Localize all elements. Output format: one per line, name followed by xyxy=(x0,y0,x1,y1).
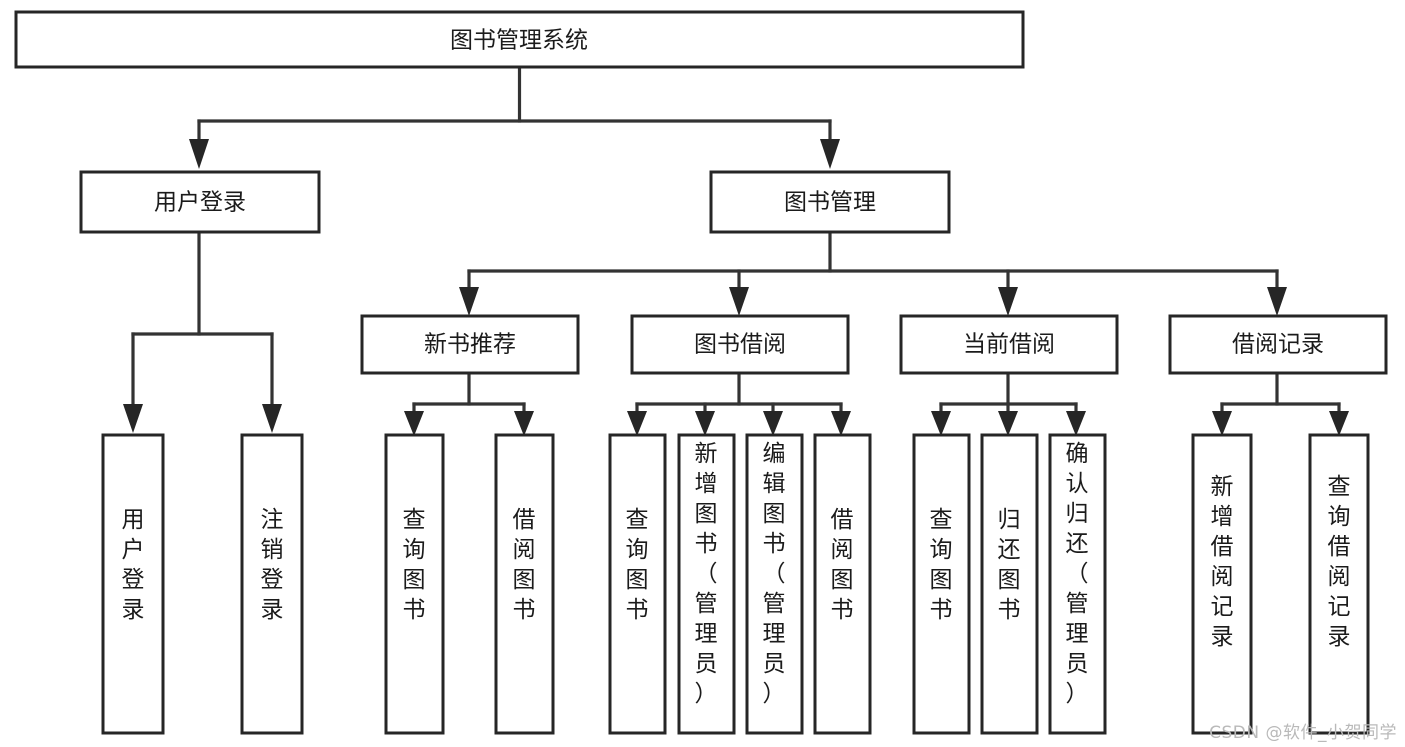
arrowhead-book-manage xyxy=(820,139,840,169)
node-leaf-query-book-2-label: 查询图书 xyxy=(626,507,649,623)
node-leaf-user-logout-label: 注销登录 xyxy=(261,507,284,623)
connector-layer xyxy=(123,65,1349,436)
node-leaf-edit-book-box[interactable] xyxy=(745,433,804,735)
node-leaf-user-login-label: 用户登录 xyxy=(122,507,145,623)
node-leaf-query-book-3-label: 查询图书 xyxy=(930,507,953,623)
node-leaf-query-record-box[interactable] xyxy=(1308,433,1370,735)
node-leaf-borrow-book-1-label: 借阅图书 xyxy=(513,507,536,623)
node-current-borrow-box[interactable] xyxy=(899,314,1119,375)
node-leaf-query-book-1[interactable]: 查询图书 xyxy=(384,433,445,735)
node-leaf-user-login[interactable]: 用户登录 xyxy=(101,433,165,735)
node-leaf-add-book-label: 新增图书（管理员） xyxy=(695,441,718,707)
node-leaf-query-book-3[interactable]: 查询图书 xyxy=(912,433,971,735)
node-leaf-add-book-box[interactable] xyxy=(677,433,736,735)
arrowhead-leaf-query-book-1 xyxy=(404,411,424,436)
node-leaf-add-record-label: 新增借阅记录 xyxy=(1211,474,1234,650)
arrowhead-leaf-borrow-book-1 xyxy=(514,411,534,436)
node-leaf-return-book-label: 归还图书 xyxy=(998,507,1021,623)
arrowhead-leaf-add-record xyxy=(1212,411,1232,436)
node-book-manage-box[interactable] xyxy=(709,170,951,234)
node-new-book-recommend-label: 新书推荐 xyxy=(424,332,516,358)
node-leaf-borrow-book-2[interactable]: 借阅图书 xyxy=(813,433,872,735)
node-leaf-user-logout[interactable]: 注销登录 xyxy=(240,433,304,735)
node-leaf-confirm-return-label: 确认归还（管理员） xyxy=(1066,441,1089,707)
node-user-login[interactable]: 用户登录 xyxy=(79,170,321,234)
node-leaf-return-book[interactable]: 归还图书 xyxy=(980,433,1039,735)
node-borrow-record-box[interactable] xyxy=(1168,314,1388,375)
node-user-login-label: 用户登录 xyxy=(154,190,246,216)
node-leaf-return-book-box[interactable] xyxy=(980,433,1039,735)
node-leaf-edit-book-label: 编辑图书（管理员） xyxy=(763,441,786,707)
csdn-watermark: CSDN @软件_小贺同学 xyxy=(1209,723,1397,743)
node-book-borrow-label: 图书借阅 xyxy=(694,332,786,358)
arrowhead-leaf-query-record xyxy=(1329,411,1349,436)
node-leaf-query-book-2-box[interactable] xyxy=(608,433,667,735)
node-leaf-query-book-1-label: 查询图书 xyxy=(403,507,426,623)
node-leaf-borrow-book-2-label: 借阅图书 xyxy=(831,507,854,623)
arrowhead-book-borrow xyxy=(729,287,749,316)
arrowhead-leaf-edit-book xyxy=(763,411,783,436)
arrowhead-leaf-confirm-return xyxy=(1066,411,1086,436)
node-leaf-edit-book[interactable]: 编辑图书（管理员） xyxy=(745,433,804,735)
arrowhead-leaf-user-login xyxy=(123,404,143,433)
node-leaf-borrow-book-1[interactable]: 借阅图书 xyxy=(494,433,555,735)
node-borrow-record-label: 借阅记录 xyxy=(1232,332,1324,358)
node-root-label: 图书管理系统 xyxy=(450,28,588,54)
node-leaf-user-logout-box[interactable] xyxy=(240,433,304,735)
node-book-manage-label: 图书管理 xyxy=(784,190,876,216)
arrowhead-new-book-recommend xyxy=(459,287,479,316)
node-current-borrow-label: 当前借阅 xyxy=(963,332,1055,358)
node-borrow-record[interactable]: 借阅记录 xyxy=(1168,314,1388,375)
node-leaf-add-book[interactable]: 新增图书（管理员） xyxy=(677,433,736,735)
node-current-borrow[interactable]: 当前借阅 xyxy=(899,314,1119,375)
arrowhead-leaf-add-book xyxy=(695,411,715,436)
arrowhead-leaf-return-book xyxy=(998,411,1018,436)
node-user-login-box[interactable] xyxy=(79,170,321,234)
arrowhead-leaf-user-logout xyxy=(262,404,282,433)
node-leaf-borrow-book-2-box[interactable] xyxy=(813,433,872,735)
node-leaf-query-book-1-box[interactable] xyxy=(384,433,445,735)
node-leaf-query-record-label: 查询借阅记录 xyxy=(1328,474,1351,650)
node-book-borrow[interactable]: 图书借阅 xyxy=(630,314,850,375)
node-root[interactable]: 图书管理系统 xyxy=(14,10,1025,69)
arrowhead-user-login xyxy=(189,139,209,169)
node-root-box[interactable] xyxy=(14,10,1025,69)
node-leaf-add-record[interactable]: 新增借阅记录 xyxy=(1191,433,1253,735)
arrowhead-leaf-borrow-book-2 xyxy=(831,411,851,436)
arrowhead-borrow-record xyxy=(1267,287,1287,316)
node-new-book-recommend-box[interactable] xyxy=(360,314,580,375)
arrowhead-leaf-query-book-2 xyxy=(627,411,647,436)
node-book-manage[interactable]: 图书管理 xyxy=(709,170,951,234)
node-new-book-recommend[interactable]: 新书推荐 xyxy=(360,314,580,375)
node-leaf-add-record-box[interactable] xyxy=(1191,433,1253,735)
node-leaf-borrow-book-1-box[interactable] xyxy=(494,433,555,735)
node-leaf-query-book-3-box[interactable] xyxy=(912,433,971,735)
node-leaf-user-login-box[interactable] xyxy=(101,433,165,735)
arrowhead-current-borrow xyxy=(998,287,1018,316)
arrowhead-leaf-query-book-3 xyxy=(931,411,951,436)
node-leaf-query-record[interactable]: 查询借阅记录 xyxy=(1308,433,1370,735)
node-book-borrow-box[interactable] xyxy=(630,314,850,375)
node-leaf-confirm-return-box[interactable] xyxy=(1048,433,1107,735)
node-leaf-confirm-return[interactable]: 确认归还（管理员） xyxy=(1048,433,1107,735)
node-leaf-query-book-2[interactable]: 查询图书 xyxy=(608,433,667,735)
